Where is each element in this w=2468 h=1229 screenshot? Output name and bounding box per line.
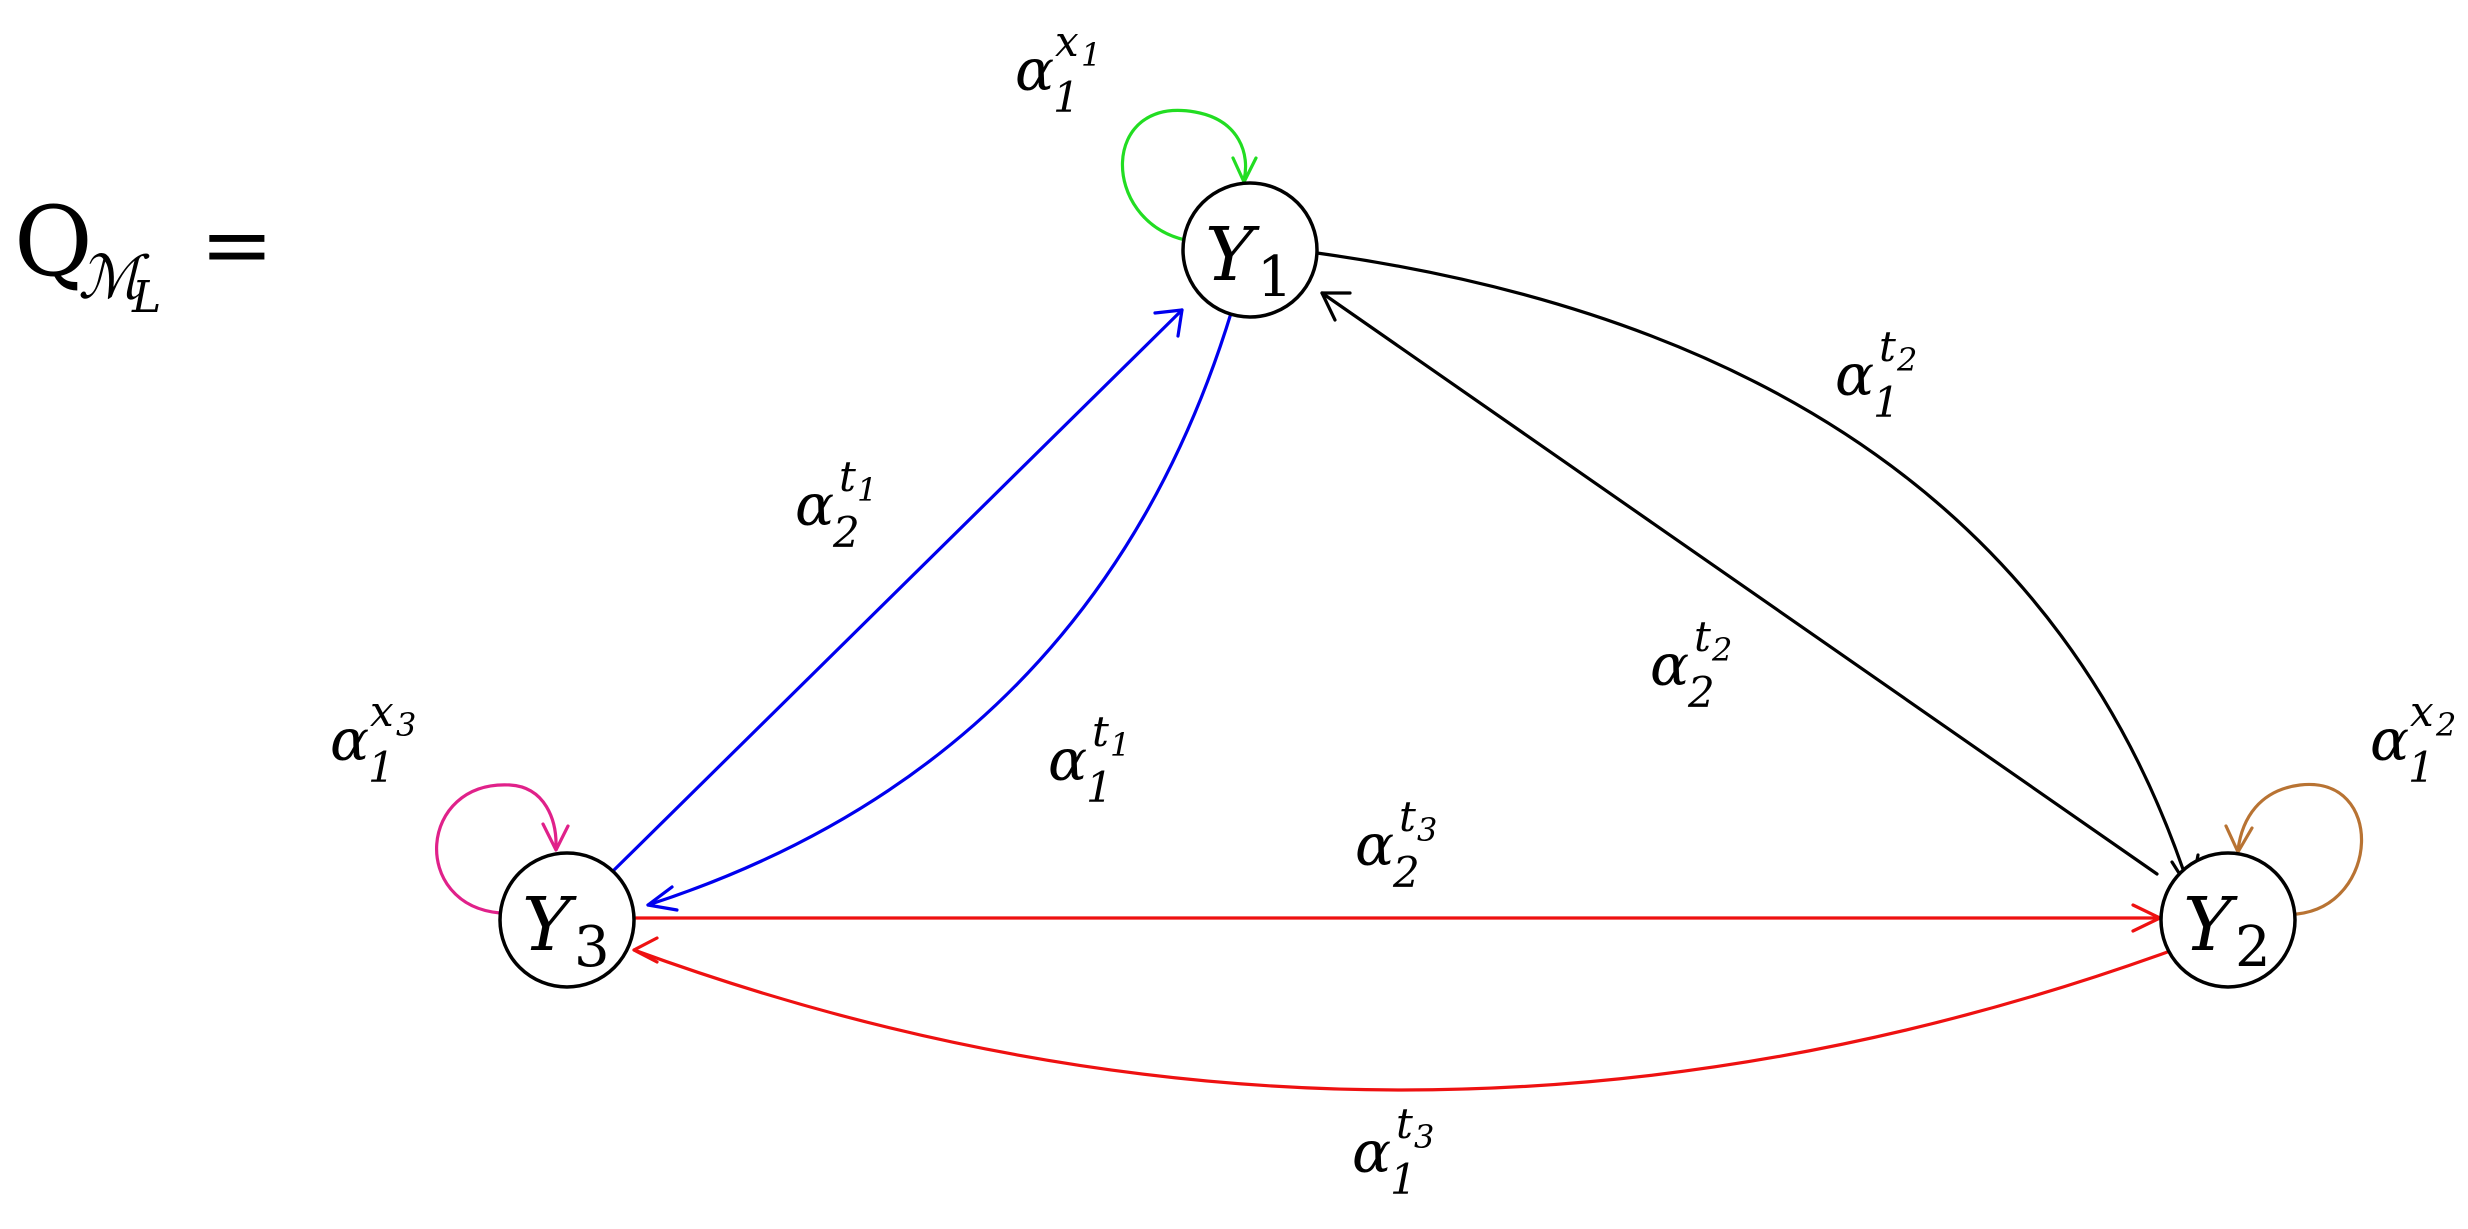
- label-a2t1: α 2 t 1: [795, 452, 877, 557]
- label-a1x1: α 1 x 1: [1015, 17, 1101, 122]
- label-a2t1-sub: 2: [832, 508, 860, 557]
- title-subsubscript: L: [131, 272, 161, 323]
- node-Y3-circle: [498, 851, 636, 989]
- label-a1t1: α 1 t 1: [1048, 707, 1130, 812]
- label-a1x2-supsub: 2: [2435, 706, 2456, 744]
- label-a2t3: α 2 t 3: [1355, 792, 1437, 897]
- label-a2t2: α 2 t 2: [1650, 612, 1732, 717]
- label-a1x3-supsub: 3: [396, 706, 416, 744]
- label-a1x2-sup: x: [2410, 687, 2434, 736]
- label-a1x1-supsub: 1: [1081, 36, 1101, 74]
- label-a1t2-sup: t: [1879, 322, 1896, 371]
- edge-labels: α 1 x 1 α 1 x 2 α 1 x 3 α 1 t 2 α 2 t 2: [330, 17, 2456, 1204]
- label-a2t1-sup: t: [839, 452, 856, 501]
- title-equals: =: [200, 193, 274, 296]
- label-a1x2: α 1 x 2: [2370, 687, 2456, 792]
- node-Y1-sub: 1: [1257, 245, 1293, 310]
- edge-a2t2: [1320, 291, 2159, 876]
- label-a1t2-base: α: [1835, 341, 1874, 409]
- label-a2t2-sup: t: [1694, 612, 1711, 661]
- label-a1t2-supsub: 2: [1896, 341, 1917, 379]
- quiver-title: Q ℳ L =: [14, 186, 274, 323]
- label-a2t1-supsub: 1: [857, 471, 877, 509]
- label-a1t1-supsub: 1: [1110, 726, 1130, 764]
- nodes: Y 1 Y 2 Y 3: [498, 181, 2297, 989]
- node-Y2-sub: 2: [2235, 915, 2271, 980]
- node-Y3-base: Y: [522, 882, 577, 968]
- node-Y3: Y 3: [498, 851, 636, 989]
- edge-a1t3: [632, 936, 2175, 1092]
- node-Y3-sub: 3: [574, 915, 610, 980]
- label-a2t2-supsub: 2: [1711, 631, 1732, 669]
- label-a1x2-base: α: [2370, 706, 2409, 774]
- label-a1t3-supsub: 3: [1414, 1118, 1434, 1156]
- label-a1t2: α 1 t 2: [1835, 322, 1917, 427]
- node-Y2-base: Y: [2183, 882, 2238, 968]
- label-a1x1-sup: x: [1055, 17, 1079, 66]
- label-a1t1-base: α: [1048, 726, 1087, 794]
- label-a1x3-base: α: [330, 706, 369, 774]
- label-a1t3-base: α: [1352, 1118, 1391, 1186]
- label-a2t3-supsub: 3: [1417, 811, 1437, 849]
- node-Y1-circle: [1181, 181, 1319, 319]
- edge-a1t1: [646, 308, 1234, 912]
- label-a2t1-base: α: [795, 471, 834, 539]
- title-subscript: ℳ: [78, 243, 150, 313]
- node-Y2: Y 2: [2159, 851, 2297, 989]
- edge-a2t3: [634, 903, 2162, 933]
- node-Y1-base: Y: [1205, 212, 1260, 298]
- label-a2t3-sub: 2: [1392, 848, 1420, 897]
- node-Y1: Y 1: [1181, 181, 1319, 319]
- label-a1t1-sup: t: [1092, 707, 1109, 756]
- label-a1x1-base: α: [1015, 36, 1054, 104]
- label-a1x2-sub: 1: [2408, 743, 2435, 792]
- label-a1t3-sub: 1: [1390, 1155, 1417, 1204]
- label-a1x3: α 1 x 3: [330, 687, 416, 792]
- label-a2t3-base: α: [1355, 811, 1394, 879]
- label-a1x1-sub: 1: [1053, 73, 1080, 122]
- edge-a2t1: [610, 308, 1184, 874]
- label-a1x3-sup: x: [370, 687, 394, 736]
- edge-a1t2: [1315, 251, 2200, 894]
- label-a2t3-sup: t: [1399, 792, 1416, 841]
- label-a2t2-base: α: [1650, 631, 1689, 699]
- node-Y2-circle: [2159, 851, 2297, 989]
- title-symbol: Q: [14, 186, 93, 298]
- label-a1t2-sub: 1: [1873, 378, 1900, 427]
- label-a2t2-sub: 2: [1687, 668, 1715, 717]
- label-a1t3: α 1 t 3: [1352, 1099, 1434, 1204]
- label-a1t3-sup: t: [1396, 1099, 1413, 1148]
- edges: [435, 108, 2364, 1092]
- label-a1x3-sub: 1: [368, 743, 395, 792]
- edge-a1x3: [435, 783, 570, 915]
- label-a1t1-sub: 1: [1086, 763, 1113, 812]
